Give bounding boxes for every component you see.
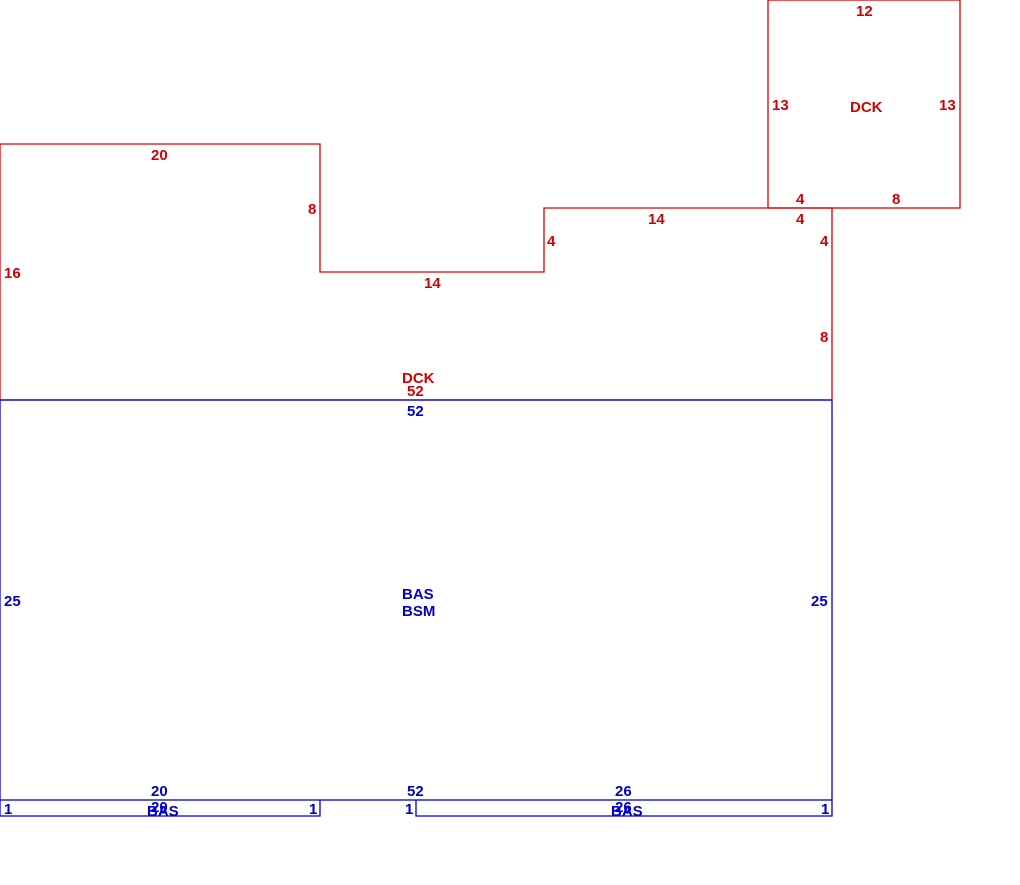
- dck-small-top-dimension: 12: [856, 3, 873, 20]
- bas-strip-left-bottom-dimension: 20: [151, 799, 168, 816]
- dck-main-right-lower-dimension: 8: [820, 329, 828, 346]
- bas-main-code-label: BAS: [402, 586, 434, 603]
- dck-main-left-dimension: 16: [4, 265, 21, 282]
- dck-main-upper-right-dimension: 14: [648, 211, 665, 228]
- bas-main-left-dimension: 25: [4, 593, 21, 610]
- bas-strip-right-right-dimension: 1: [821, 801, 829, 818]
- dck-small-code-label: DCK: [850, 99, 883, 116]
- bas-strip-left-outline: [0, 800, 321, 817]
- bas-strip-left-code-label: BAS: [147, 803, 179, 820]
- dck-main-bottom-dimension: 52: [407, 383, 424, 400]
- dck-small-outline: [767, 0, 961, 209]
- dck-main-step-rise-dimension: 4: [547, 233, 556, 250]
- bas-strip-right-outline: [415, 800, 833, 817]
- dck-small-right-dimension: 13: [939, 97, 956, 114]
- bas-main-subcode-label: BSM: [402, 603, 435, 620]
- bas-main-bottom-dimension: 52: [407, 783, 424, 800]
- dck-main-notch-dimension: 14: [424, 275, 441, 292]
- bas-strip-left-left-dimension: 1: [4, 801, 12, 818]
- bas-strip-left-right-dimension: 1: [309, 801, 317, 818]
- bas-main-right-dimension: 25: [811, 593, 828, 610]
- dck-main-step-drop-dimension: 8: [308, 201, 316, 218]
- dck-main-outline: [0, 143, 833, 401]
- dck-main-corner-dimension: 4: [796, 211, 805, 228]
- dck-main-code-label: DCK: [402, 370, 435, 387]
- bas-strip-left-top-dimension: 20: [151, 783, 168, 800]
- bas-strip-right-code-label: BAS: [611, 803, 643, 820]
- dck-main-top-dimension: 20: [151, 147, 168, 164]
- dck-small-bottom-left-dimension: 4: [796, 191, 805, 208]
- bas-main-top-dimension: 52: [407, 403, 424, 420]
- bas-strip-right-bottom-dimension: 26: [615, 799, 632, 816]
- dck-small-left-dimension: 13: [772, 97, 789, 114]
- dck-main-right-upper-dimension: 4: [820, 233, 829, 250]
- bas-strip-right-top-dimension: 26: [615, 783, 632, 800]
- bas-strip-right-left-dimension: 1: [405, 801, 413, 818]
- dck-small-bottom-right-dimension: 8: [892, 191, 900, 208]
